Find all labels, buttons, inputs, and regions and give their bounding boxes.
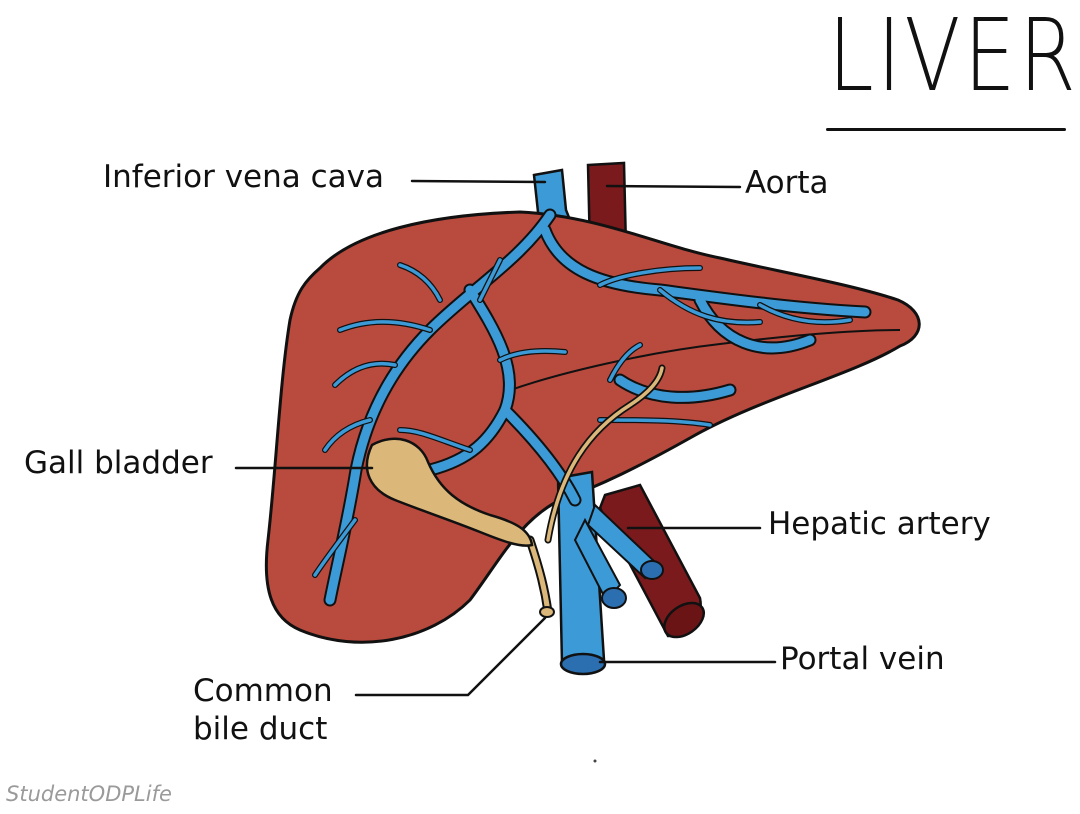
watermark: StudentODPLife — [6, 782, 172, 806]
label-inferior-vena-cava: Inferior vena cava — [103, 159, 384, 195]
label-common-bile-duct-2: bile duct — [193, 711, 328, 747]
hepatic-veins — [312, 208, 872, 607]
pointer-ivc — [410, 179, 547, 184]
pointer-lines — [234, 179, 777, 697]
label-common-bile-duct-1: Common — [193, 673, 333, 709]
bile-duct-end — [539, 606, 555, 618]
portal-vein-end — [559, 652, 607, 676]
pointer-bile-duct — [354, 616, 547, 697]
lobe-line — [504, 329, 901, 393]
stray-dot — [593, 759, 597, 763]
label-hepatic-artery: Hepatic artery — [768, 506, 991, 542]
hepatic-artery-end — [663, 601, 705, 639]
pointer-aorta — [605, 184, 742, 189]
portal-branch-2-end — [640, 560, 664, 580]
page-title: LIVER — [828, 0, 1080, 114]
title-underline — [826, 128, 1066, 131]
label-portal-vein: Portal vein — [780, 641, 945, 677]
common-bile-duct-fill — [527, 537, 551, 615]
gall-bladder-shape — [365, 437, 534, 547]
portal-branch-1-end — [601, 587, 627, 609]
label-gall-bladder: Gall bladder — [24, 445, 213, 481]
hepatic-duct-fill — [546, 366, 664, 542]
label-aorta: Aorta — [745, 165, 829, 201]
